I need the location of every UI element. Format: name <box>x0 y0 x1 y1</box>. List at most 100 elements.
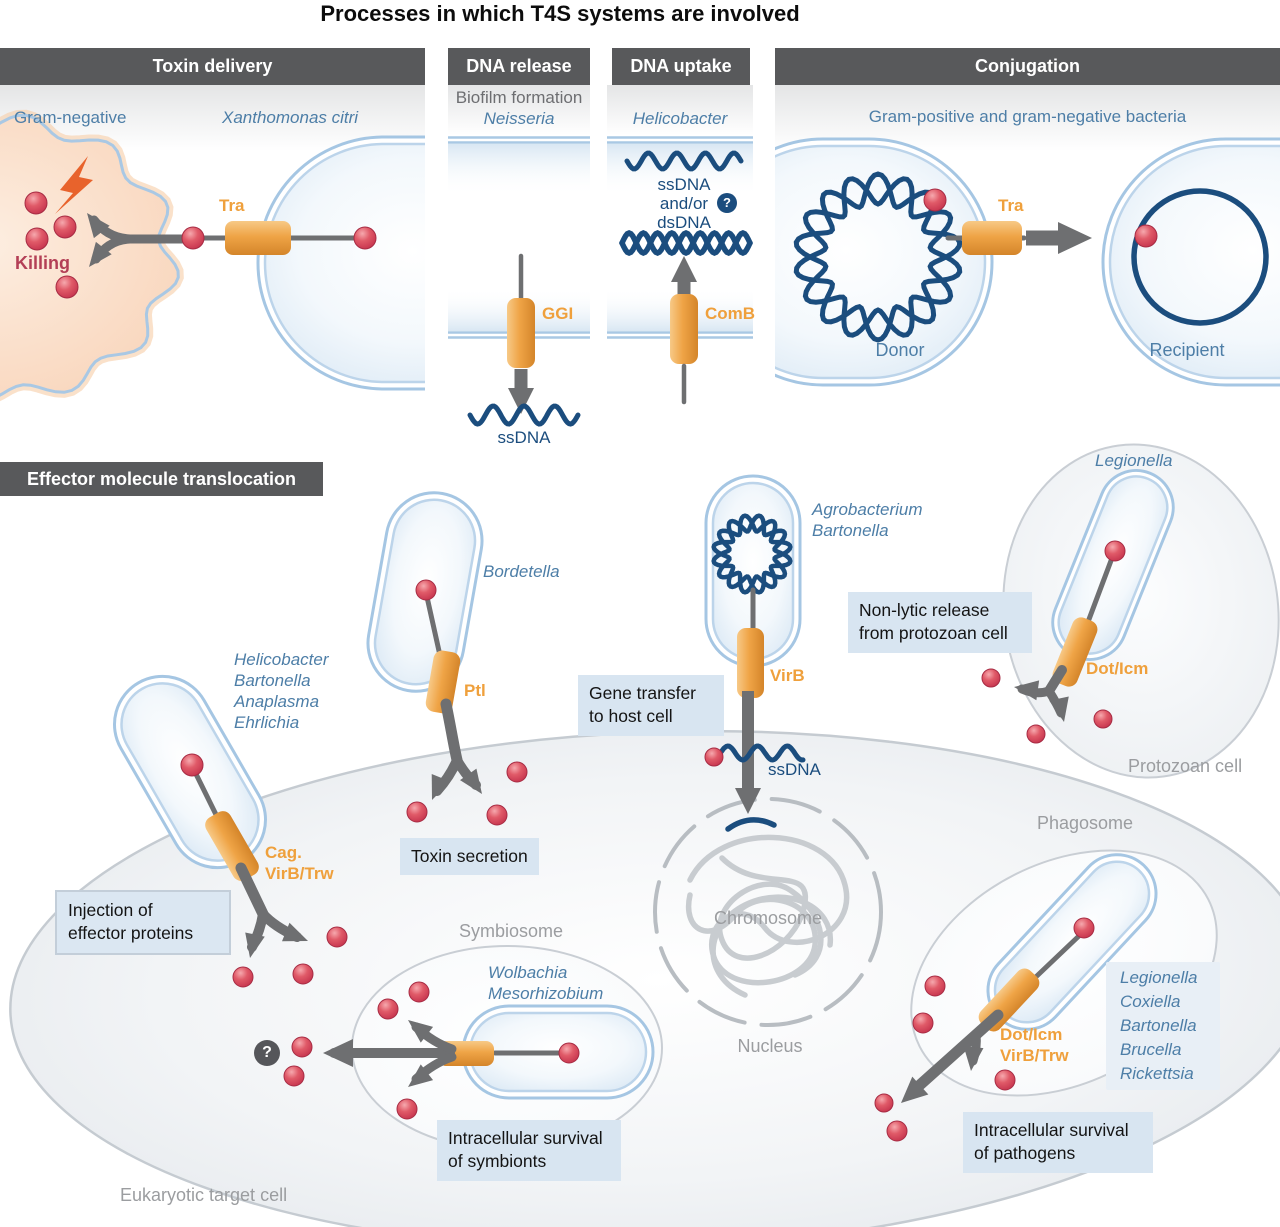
cag-species-1: Helicobacter <box>234 650 329 669</box>
effector-translocation-header: Effector molecule translocation <box>0 462 323 496</box>
effector-molecule <box>396 1098 418 1120</box>
effector-molecule <box>924 975 946 997</box>
effector-molecule <box>886 1120 908 1142</box>
virb-t4s-channel <box>737 628 764 698</box>
legionella-cell <box>1051 469 1175 661</box>
ggi-t4s-channel <box>507 298 535 368</box>
dna-uptake-header: DNA uptake <box>612 48 750 85</box>
bordetella-label: Bordetella <box>483 562 560 581</box>
phagosome-species-3: Bartonella <box>1120 1016 1197 1035</box>
xanthomonas-label: Xanthomonas citri <box>222 108 359 127</box>
supercoiled-plasmid <box>793 171 963 338</box>
ssdna-strand <box>705 743 806 763</box>
virb-trw-label-phagosome: VirB/Trw <box>1000 1046 1069 1065</box>
xanthomonas-cell <box>256 135 425 391</box>
effector-molecule <box>377 998 399 1020</box>
pathogen-species-panel <box>1106 962 1220 1090</box>
effector-molecule <box>1104 540 1126 562</box>
question-mark-icon: ? <box>254 1040 280 1066</box>
cag-species-4: Ehrlichia <box>234 713 300 732</box>
toxin-delivery-header: Toxin delivery <box>0 48 425 85</box>
effector-molecule <box>55 275 79 299</box>
donor-label: Donor <box>875 340 925 360</box>
effector-molecule <box>53 215 77 239</box>
lightning-bolt-icon <box>55 156 93 214</box>
pathogen-survival-line2: of pathogens <box>974 1143 1076 1164</box>
effector-molecule <box>994 1069 1016 1091</box>
page-title: Processes in which T4S systems are invol… <box>320 1 800 26</box>
pathogen-survival-callout: Intracellular survival of pathogens <box>963 1112 1153 1173</box>
symbiont-secretion-arrow <box>323 1020 457 1087</box>
effector-molecule <box>232 966 254 988</box>
effector-molecule <box>181 226 205 250</box>
supercoiled-plasmid <box>711 513 793 595</box>
phagosome-species-5: Rickettsia <box>1120 1064 1194 1083</box>
chromosome-label: Chromosome <box>713 908 823 928</box>
effector-molecule <box>25 227 49 251</box>
pathogen-survival-line1: Intracellular survival <box>974 1120 1129 1140</box>
conjugation-header: Conjugation <box>775 48 1280 85</box>
comb-t4s-channel <box>670 294 698 364</box>
non-lytic-line1: Non-lytic release <box>859 600 990 620</box>
dna-release-panel-bg <box>448 85 590 135</box>
andor-label: and/or <box>659 194 709 213</box>
killed-cell-membrane <box>0 113 180 397</box>
effector-molecule <box>415 579 437 601</box>
toxin-secretion-callout: Toxin secretion <box>400 838 539 876</box>
dna-release-cell-interior-top <box>448 144 590 196</box>
effector-molecule <box>874 1093 894 1113</box>
effector-molecule <box>292 963 314 985</box>
biofilm-formation-label: Biofilm formation <box>455 88 583 107</box>
wolbachia-label: Wolbachia <box>488 963 568 982</box>
phagosome-species-4: Brucella <box>1120 1040 1182 1059</box>
ssdna-label-uptake: ssDNA <box>657 175 711 194</box>
effector-molecule <box>408 981 430 1003</box>
neisseria-label: Neisseria <box>483 109 555 128</box>
toxin-delivery-arrow <box>87 213 191 267</box>
conjugation-subtitle: Gram-positive and gram-negative bacteria <box>868 107 1187 126</box>
comb-label: ComB <box>705 304 756 323</box>
ssdna-label-virb: ssDNA <box>768 760 821 779</box>
protozoan-cell-label: Protozoan cell <box>1128 756 1243 776</box>
dna-uptake-arrow <box>671 256 697 297</box>
effector-molecule <box>283 1065 305 1087</box>
gram-negative-label: Gram-negative <box>14 108 127 127</box>
effector-molecule <box>1093 709 1113 729</box>
non-lytic-callout: Non-lytic release from protozoan cell <box>848 592 1032 653</box>
virb-trw-label: VirB/Trw <box>265 864 334 883</box>
tra-t4s-channel <box>225 221 291 255</box>
ssdna-label-release: ssDNA <box>497 428 551 447</box>
tra-label: Tra <box>219 196 245 215</box>
gene-transfer-line2: to host cell <box>589 706 673 727</box>
symbiont-survival-callout: Intracellular survival of symbionts <box>437 1120 621 1181</box>
effector-molecule <box>353 226 377 250</box>
effector-molecule <box>24 191 48 215</box>
phagosome-species-2: Coxiella <box>1120 992 1181 1011</box>
dna-uptake-panel-bg <box>607 85 753 135</box>
symbiosome-label: Symbiosome <box>459 921 564 941</box>
pathogen-secretion-arrow <box>901 1009 1004 1103</box>
effector-molecule <box>1073 917 1095 939</box>
recipient-label: Recipient <box>1149 340 1225 360</box>
integrated-ssdna-arc <box>725 817 777 832</box>
non-lytic-line2: from protozoan cell <box>859 623 1008 644</box>
dna-release-arrow <box>508 369 534 414</box>
dna-release-header: DNA release <box>448 48 590 85</box>
dot-icm-label-phagosome: Dot/Icm <box>1000 1025 1063 1044</box>
cag-species-3: Anaplasma <box>234 692 320 711</box>
effector-molecule <box>406 801 428 823</box>
ptl-pilus <box>424 594 444 663</box>
cag-label: Cag. <box>265 843 302 862</box>
toxin-secretion-arrow <box>431 698 482 800</box>
injection-callout: Injection of effector proteins <box>55 890 231 955</box>
dsdna-strand <box>619 229 753 257</box>
tra-t4s-channel-conjugation <box>962 221 1022 255</box>
effector-molecule <box>912 1012 934 1034</box>
effector-molecule <box>558 1042 580 1064</box>
non-lytic-release-arrow <box>1014 665 1069 722</box>
injection-callout-line1: Injection of <box>68 900 153 920</box>
mesorhizobium-label: Mesorhizobium <box>488 984 604 1003</box>
agrobacterium-label: Agrobacterium <box>812 500 923 519</box>
effector-molecule <box>291 1036 313 1058</box>
cag-species-2: Bartonella <box>234 671 311 690</box>
